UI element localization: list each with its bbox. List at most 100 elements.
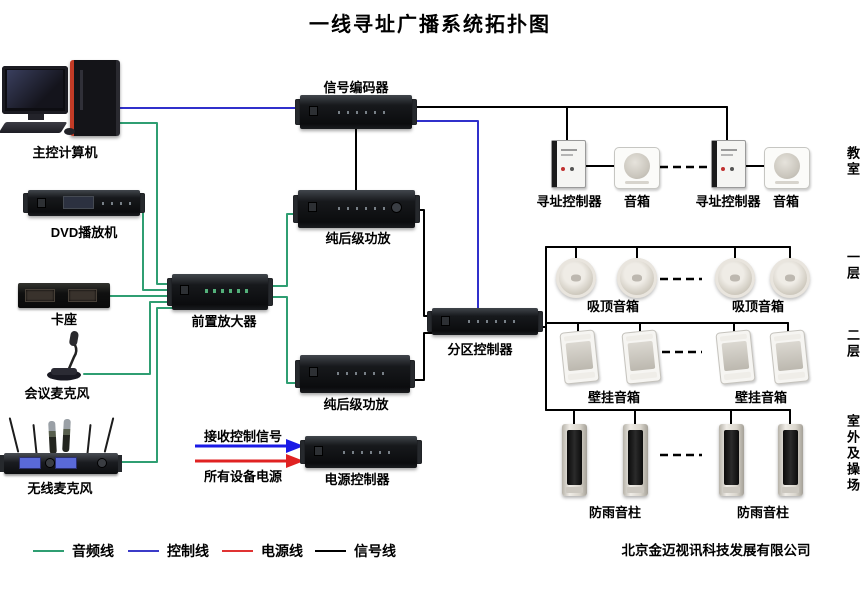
- label-addressing-controller-2: 寻址控制器: [695, 194, 761, 209]
- control-signal-arrow: [195, 439, 304, 453]
- column-speaker-image: [562, 424, 587, 496]
- legend-audio-label: 音频线: [72, 543, 114, 559]
- continuation-dashes: [660, 165, 710, 457]
- speaker-grille: [565, 340, 594, 372]
- label-power-amp-bottom: 纯后级功放: [323, 397, 389, 412]
- receiver-knob: [46, 459, 54, 467]
- speaker-grille: [724, 430, 739, 485]
- button: [730, 167, 734, 171]
- speaker-grille: [567, 430, 582, 485]
- speaker-grille: [783, 430, 798, 485]
- preamplifier-image: [167, 274, 273, 310]
- power-button: [38, 198, 46, 207]
- legend-item-audio: 音频线: [33, 543, 114, 559]
- wireless-receiver: [0, 453, 122, 474]
- antenna: [8, 417, 20, 453]
- power-amp-top-image: [293, 190, 420, 228]
- front-leds: [468, 320, 519, 324]
- indicator-led: [561, 167, 565, 171]
- front-leds: [338, 110, 392, 114]
- computer-image: [0, 56, 128, 140]
- handheld-mic: [62, 418, 71, 453]
- speaker-lip: [629, 371, 658, 381]
- label-ceiling-speaker-1: 吸顶音箱: [586, 299, 640, 314]
- receiver-display: [56, 458, 76, 468]
- label-dvd-player: DVD播放机: [50, 225, 118, 240]
- label-power-supply: 所有设备电源: [203, 469, 283, 484]
- classroom-speaker-image: [764, 147, 810, 189]
- label-encoder: 信号编码器: [323, 80, 389, 95]
- pc-mouse: [64, 128, 75, 135]
- button: [570, 167, 574, 171]
- control-line-swatch: [128, 550, 159, 552]
- speaker-grille: [628, 430, 643, 485]
- label-ceiling-speaker-2: 吸顶音箱: [731, 299, 785, 314]
- power-line-swatch: [222, 550, 253, 552]
- speaker-base: [723, 487, 740, 493]
- pc-keyboard: [0, 122, 68, 133]
- receiver-display: [20, 458, 40, 468]
- panel-text: [561, 154, 573, 156]
- speaker-lip: [723, 371, 752, 381]
- zone-label-floor1: 一层: [845, 250, 860, 282]
- speaker-lip: [777, 371, 806, 381]
- audio-lines: [83, 122, 301, 463]
- dvd-display: [63, 197, 93, 208]
- power-button: [310, 106, 318, 115]
- power-controller-image: [300, 436, 422, 468]
- legend-power-label: 电源线: [261, 543, 303, 559]
- speaker-grille: [775, 340, 804, 372]
- front-leds: [101, 201, 134, 205]
- front-leds: [343, 450, 397, 454]
- ceiling-speaker-image: [715, 258, 755, 298]
- speaker-base: [627, 487, 644, 493]
- front-leds: [337, 372, 391, 376]
- zone-label-classroom: 教室: [845, 146, 860, 178]
- antenna: [103, 417, 115, 453]
- speaker-grille: [624, 152, 650, 179]
- power-button: [315, 446, 323, 455]
- signal-line-swatch: [315, 550, 346, 552]
- panel-text: [721, 154, 733, 156]
- ceiling-speaker-image: [617, 258, 657, 298]
- speaker-base: [566, 487, 583, 493]
- label-power-amp-top: 纯后级功放: [325, 231, 391, 246]
- label-zone-controller: 分区控制器: [447, 342, 513, 357]
- company-name: 北京金迈视讯科技发展有限公司: [621, 543, 811, 558]
- dvd-player-image: [23, 190, 145, 216]
- gooseneck-mic-icon: [47, 331, 81, 381]
- label-column-speaker-1: 防雨音柱: [588, 505, 642, 520]
- ceiling-speaker-image: [556, 258, 596, 298]
- power-button: [309, 367, 317, 376]
- tape-deck-image: [18, 283, 110, 308]
- power-supply-arrow: [195, 454, 304, 468]
- front-knobs: [204, 289, 251, 294]
- zone-label-floor2: 二层: [845, 328, 860, 360]
- wall-speaker-image: [621, 329, 662, 385]
- label-wall-speaker-2: 壁挂音箱: [734, 390, 788, 405]
- panel-text: [561, 149, 577, 151]
- power-button: [441, 317, 449, 326]
- zone-label-outdoor: 室外及操场: [845, 414, 860, 494]
- addressing-controller-image: [711, 140, 746, 188]
- label-tape-deck: 卡座: [50, 312, 78, 327]
- front-leds: [337, 207, 394, 211]
- label-wireless-mic: 无线麦克风: [27, 481, 93, 496]
- column-speaker-image: [719, 424, 744, 496]
- speaker-base: [782, 487, 799, 493]
- legend-item-power: 电源线: [222, 543, 303, 559]
- pc-monitor: [2, 66, 68, 114]
- control-lines: [117, 107, 479, 309]
- antenna: [86, 423, 92, 455]
- panel-text: [721, 149, 737, 151]
- speaker-slot: [774, 181, 800, 184]
- diagram-title: 一线寻址广播系统拓扑图: [309, 14, 551, 36]
- label-preamplifier: 前置放大器: [191, 314, 257, 329]
- volume-knob: [391, 202, 401, 212]
- label-wall-speaker-1: 壁挂音箱: [587, 390, 641, 405]
- label-classroom-speaker-1: 音箱: [623, 194, 651, 209]
- addressing-controller-image: [551, 140, 586, 188]
- zone-controller-image: [427, 308, 543, 335]
- cassette-window-right: [68, 290, 97, 301]
- legend-item-signal: 信号线: [315, 543, 396, 559]
